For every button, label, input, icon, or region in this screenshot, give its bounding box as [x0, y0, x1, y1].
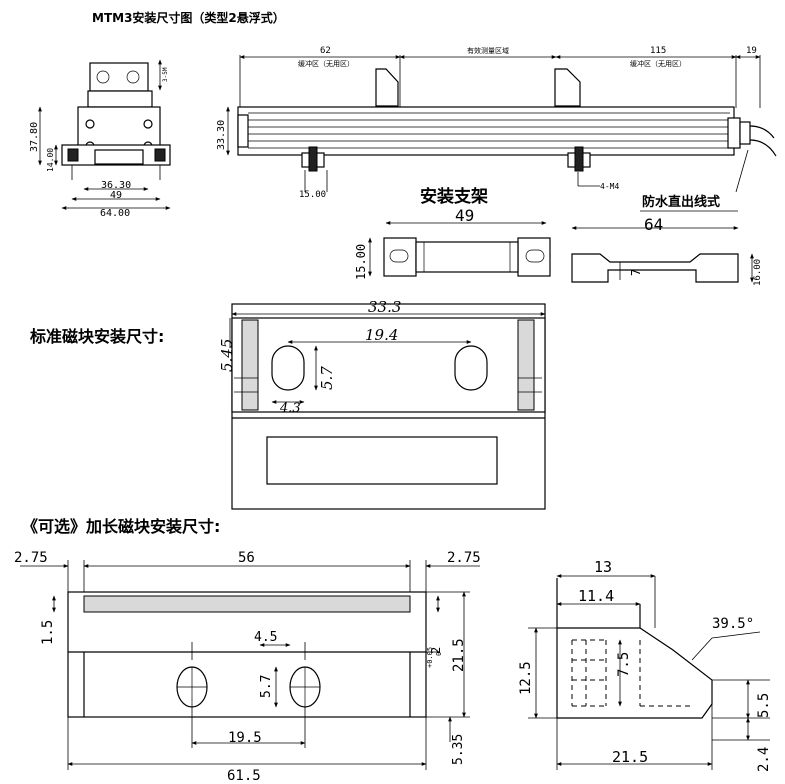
dim-11-4: 11.4 — [578, 587, 614, 605]
dim-7-5: 7.5 — [616, 652, 632, 677]
dim-62: 62 — [320, 46, 331, 56]
zone-right-label: 缓冲区（无用区） — [630, 59, 686, 68]
dim-21-5-front: 21.5 — [451, 638, 467, 672]
dim-5-7-std: 5.7 — [318, 366, 336, 390]
dim-end-14-00: 14.00 — [46, 148, 55, 172]
dim-end-37-80: 37.80 — [29, 122, 40, 152]
dim-tol-value: 2 — [429, 647, 443, 654]
dim-39-5-deg: 39.5° — [712, 616, 754, 632]
dim-2-75-right: 2.75 — [447, 550, 481, 566]
dim-end-3-5m: 3-5M — [162, 67, 169, 82]
dim-56: 56 — [238, 550, 255, 566]
dim-33-30: 33.30 — [216, 120, 227, 150]
dim-5-5: 5.5 — [756, 693, 772, 718]
dim-4-m4: 4-M4 — [600, 182, 619, 191]
dim-end-36-30: 36.30 — [101, 180, 131, 191]
mounting-bracket: 安装支架 49 15.00 64 7 16.00 — [354, 186, 763, 286]
dim-tol-upper: +0.05 — [426, 647, 434, 668]
sensor-body-view: 62 缓冲区（无用区） 有效测量区域 115 缓冲区（无用区） 19 33.30… — [216, 46, 777, 212]
dim-19-5: 19.5 — [228, 730, 262, 746]
dim-33-3: 33.3 — [368, 298, 401, 316]
zone-left-label: 缓冲区（无用区） — [298, 59, 354, 68]
dim-bracket-7: 7 — [629, 269, 643, 276]
end-view: 3-5M 37.80 14.00 36.30 49 64.00 — [29, 59, 171, 219]
dim-5-7-long: 5.7 — [259, 675, 274, 698]
dim-bracket-16-00: 16.00 — [753, 259, 763, 286]
dim-61-5: 61.5 — [227, 768, 261, 784]
dim-5-35: 5.35 — [451, 734, 466, 765]
dim-bracket-49: 49 — [455, 206, 474, 225]
dim-19-4: 19.4 — [365, 326, 398, 344]
dim-4-3: 4.3 — [279, 401, 301, 416]
dim-21-5-side: 21.5 — [612, 748, 648, 766]
magnet-standard-heading: 标准磁块安装尺寸: — [29, 327, 164, 346]
dim-bracket-15-00: 15.00 — [354, 244, 368, 280]
dim-2-4: 2.4 — [756, 747, 772, 772]
dim-1-5: 1.5 — [40, 620, 56, 645]
dim-tol-lower: 0 — [435, 652, 443, 656]
dim-4-5: 4.5 — [254, 630, 277, 645]
dim-2-75-left: 2.75 — [14, 550, 48, 566]
dim-end-64-00: 64.00 — [100, 208, 130, 219]
zone-middle-label: 有效测量区域 — [467, 46, 509, 55]
dim-end-49: 49 — [110, 190, 122, 201]
magnet-long: 《可选》加长磁块安装尺寸: 2.75 56 2.75 1.5 2 +0.05 0 — [14, 517, 772, 784]
dim-5-45: 5.45 — [218, 339, 236, 372]
dim-12-5: 12.5 — [518, 661, 534, 695]
dim-13: 13 — [594, 558, 612, 576]
waterproof-label: 防水直出线式 — [642, 194, 720, 210]
magnet-long-heading: 《可选》加长磁块安装尺寸: — [22, 517, 220, 536]
magnet-standard: 标准磁块安装尺寸: 33.3 19.4 5.45 5.7 4.3 — [29, 298, 546, 510]
dim-15-00-bracket: 15.00 — [299, 190, 326, 200]
dim-bracket-64: 64 — [644, 215, 663, 234]
page-title: MTM3安装尺寸图（类型2悬浮式） — [92, 10, 285, 25]
dim-19: 19 — [746, 46, 757, 56]
dim-115: 115 — [650, 46, 666, 56]
bracket-heading: 安装支架 — [420, 186, 488, 207]
